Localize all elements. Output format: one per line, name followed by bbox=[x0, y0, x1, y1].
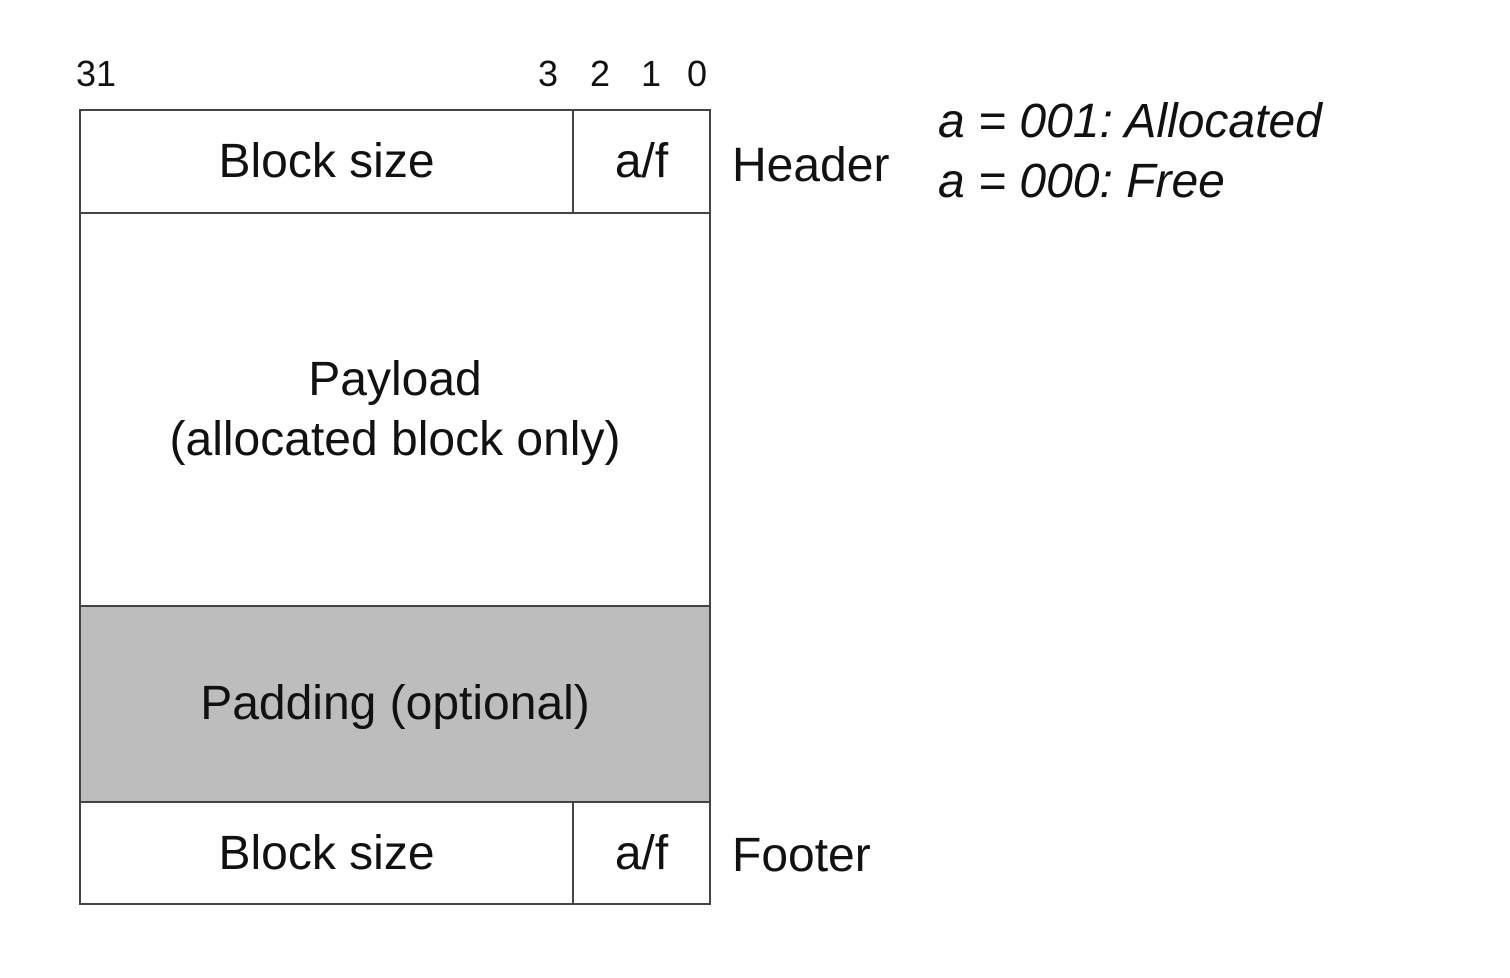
bit-label-1: 1 bbox=[641, 53, 662, 94]
header-word: Block size a/f bbox=[81, 111, 709, 214]
payload-label: Payload bbox=[308, 352, 482, 406]
legend-allocated: a = 001: Allocated bbox=[938, 95, 1322, 148]
footer-block-size: Block size bbox=[81, 803, 574, 903]
padding-region: Padding (optional) bbox=[81, 607, 709, 803]
heap-block-diagram: Block size a/f Payload (allocated block … bbox=[79, 109, 711, 905]
payload-region: Payload (allocated block only) bbox=[81, 214, 709, 607]
header-alloc-flag: a/f bbox=[614, 135, 669, 188]
alloc-bit-legend: a = 001: Allocated a = 000: Free bbox=[938, 92, 1322, 212]
footer-word: Block size a/f bbox=[81, 803, 709, 903]
payload-text: Payload (allocated block only) bbox=[81, 214, 709, 605]
bit-label-0: 0 bbox=[687, 53, 708, 94]
header-block-size: Block size bbox=[81, 111, 574, 212]
bit-label-2: 2 bbox=[590, 53, 611, 94]
legend-free: a = 000: Free bbox=[938, 155, 1225, 208]
header-side-label: Header bbox=[732, 139, 890, 192]
padding-label: Padding (optional) bbox=[200, 677, 590, 730]
bit-label-31: 31 bbox=[76, 53, 117, 94]
bit-label-3: 3 bbox=[538, 53, 559, 94]
footer-side-label: Footer bbox=[732, 829, 871, 882]
footer-alloc-flag: a/f bbox=[614, 826, 669, 880]
payload-note: (allocated block only) bbox=[169, 412, 621, 466]
